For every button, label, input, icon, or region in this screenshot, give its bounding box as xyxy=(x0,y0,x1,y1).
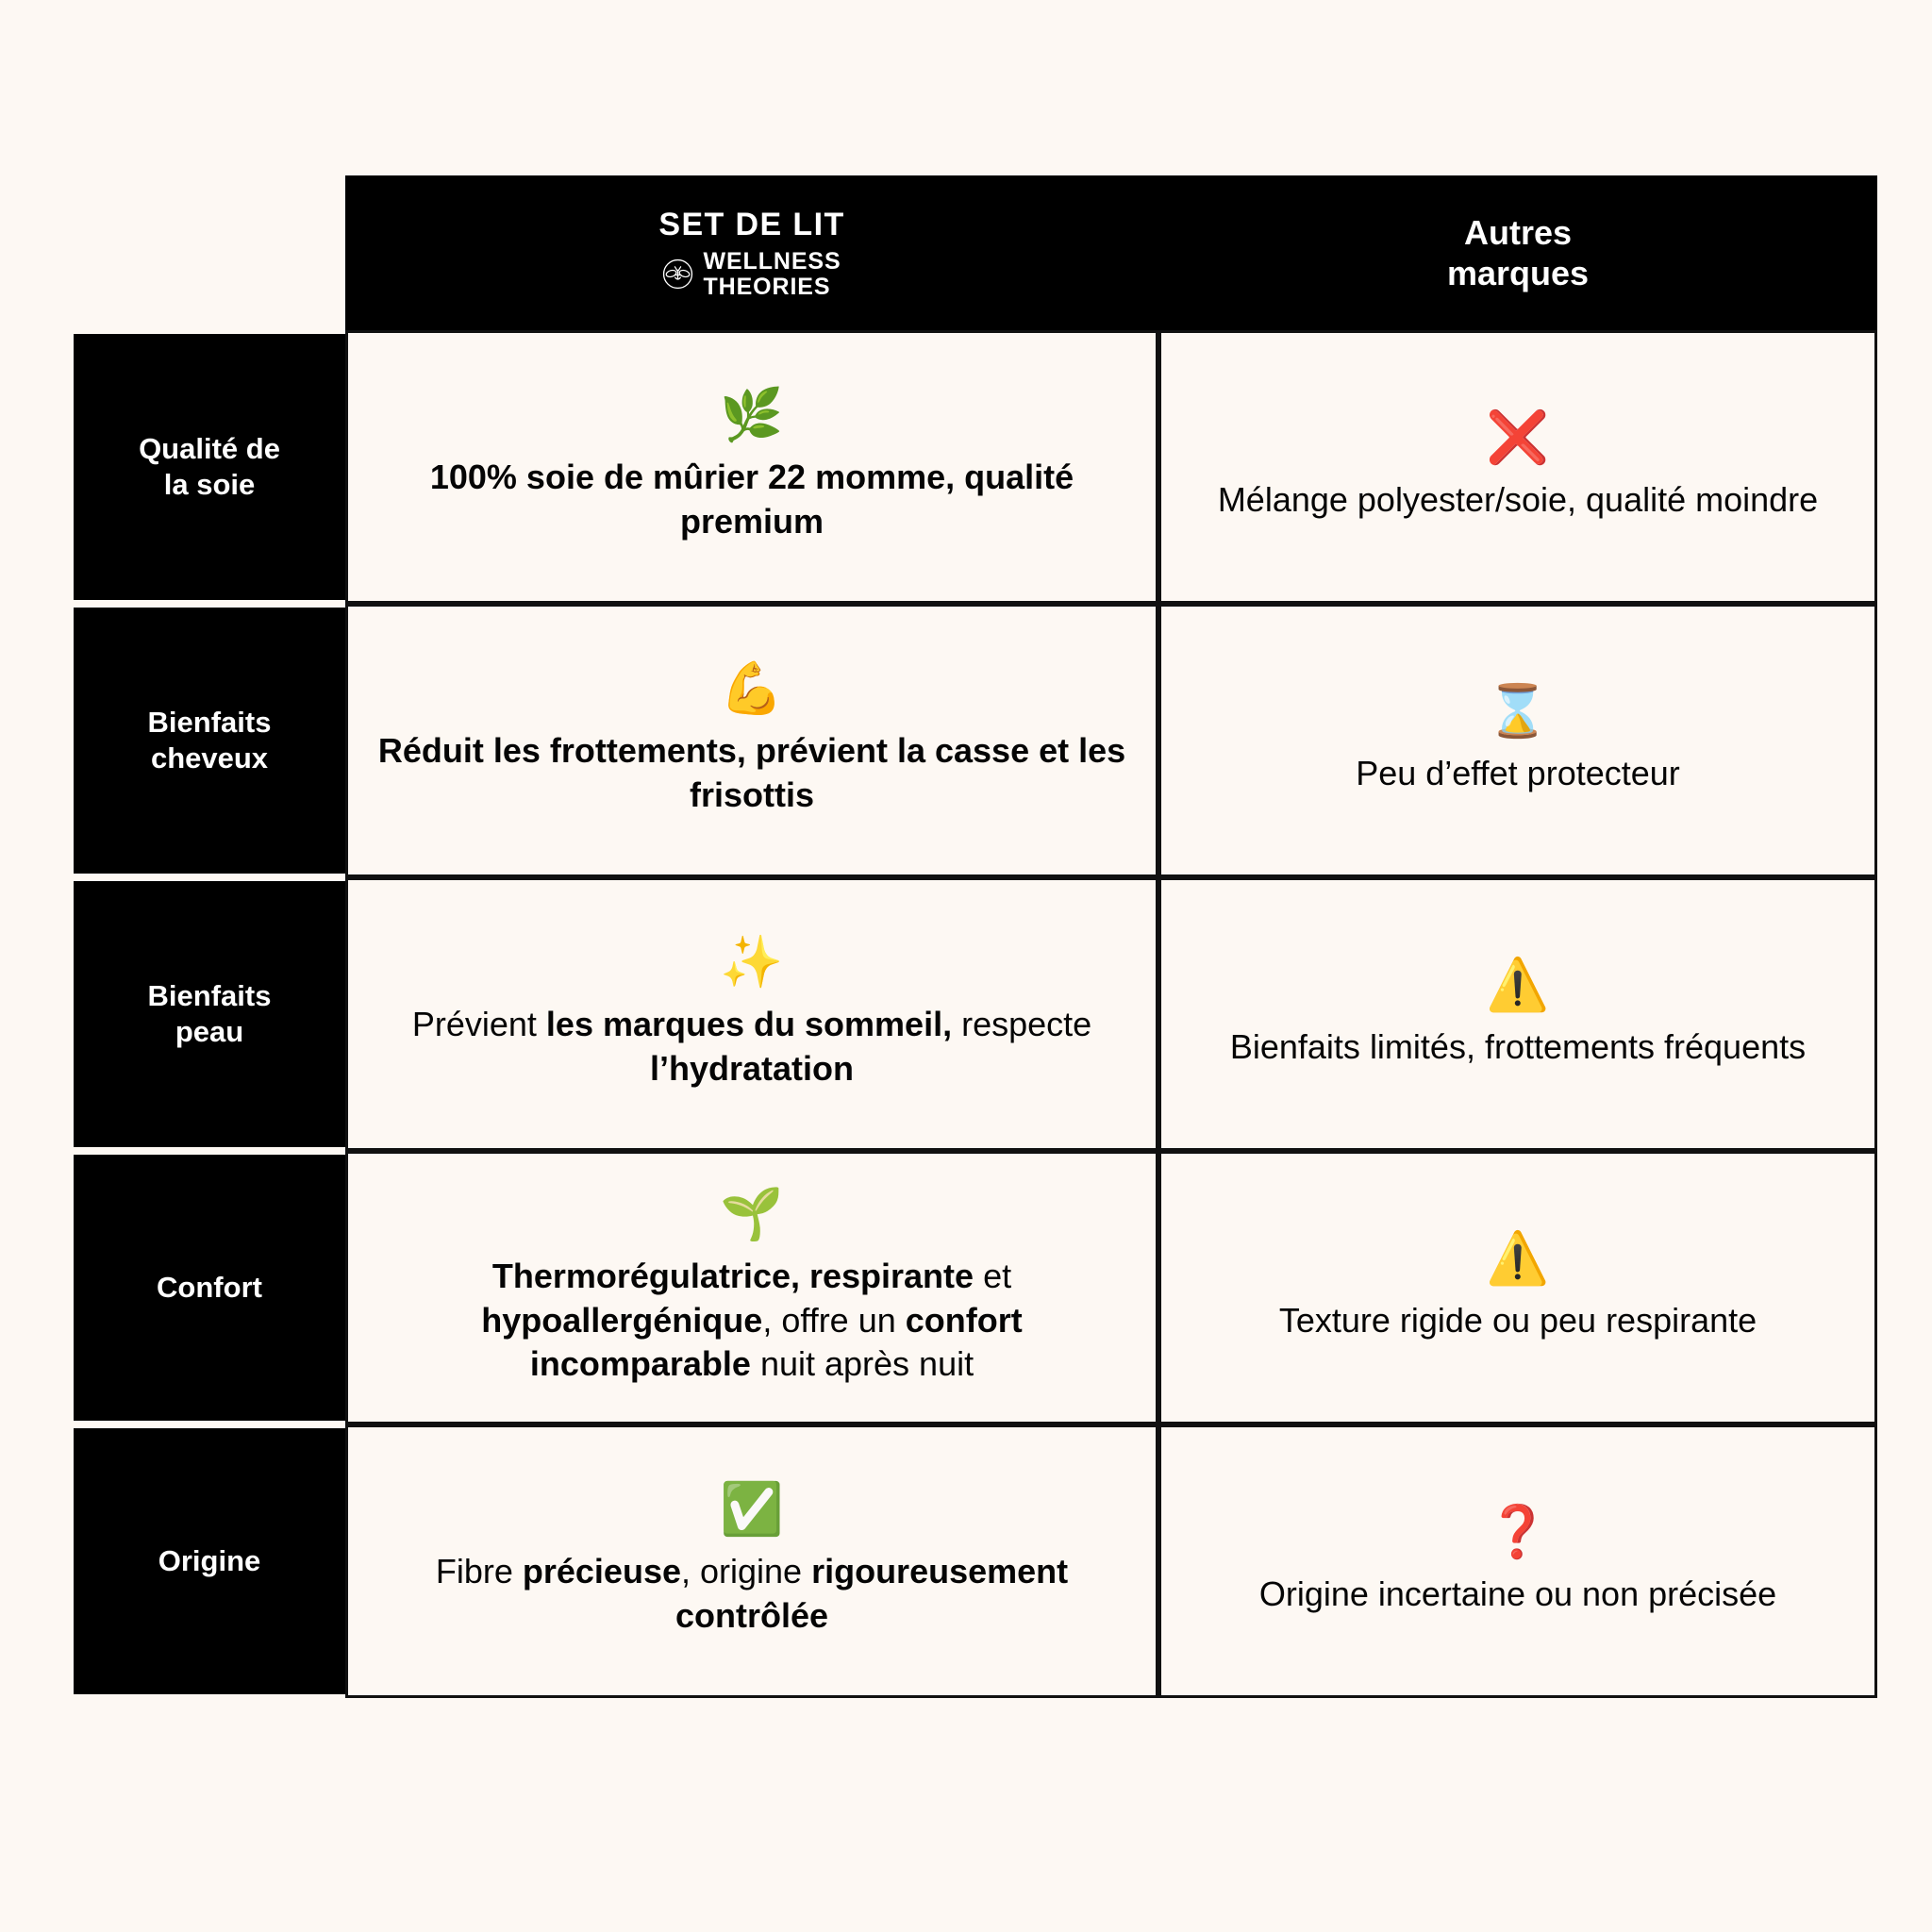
question-mark-icon: ❓ xyxy=(1486,1503,1550,1560)
sparkles-icon: ✨ xyxy=(720,934,784,991)
cell-brand: ✨ Prévient les marques du sommeil, respec… xyxy=(345,877,1158,1151)
cell-other: ⚠️ Texture rigide ou peu respirante xyxy=(1158,1151,1877,1424)
brand-wordmark: WELLNESS THEORIES xyxy=(703,249,841,299)
cell-text: Prévient les marques du sommeil, respect… xyxy=(411,1005,1092,1088)
cell-text: Réduit les frottements, prévient la cass… xyxy=(377,731,1126,814)
cell-text: Peu d’effet protecteur xyxy=(1356,753,1680,792)
cell-other: ❌ Mélange polyester/soie, qualité moindre xyxy=(1158,330,1877,604)
seedling-icon: 🌱 xyxy=(720,1185,784,1242)
cell-brand: 💪 Réduit les frottements, prévient la cas… xyxy=(345,604,1158,877)
cell-other: ⌛ Peu d’effet protecteur xyxy=(1158,604,1877,877)
herb-icon: 🌿 xyxy=(720,387,784,444)
header-other-title: Autres marques xyxy=(1446,212,1590,292)
check-mark-button-icon: ✅ xyxy=(720,1481,784,1539)
row-label: Bienfaits peau xyxy=(74,881,345,1147)
warning-icon: ⚠️ xyxy=(1486,956,1550,1013)
flexed-biceps-icon: 💪 xyxy=(720,660,784,718)
cross-mark-icon: ❌ xyxy=(1486,408,1550,466)
cell-text: Texture rigide ou peu respirante xyxy=(1278,1300,1757,1340)
header-brand-column: SET DE LIT WELLNESS THEORIES xyxy=(345,175,1158,330)
comparison-table: SET DE LIT WELLNESS THEORIES Autres xyxy=(74,175,1877,1732)
cell-other: ❓ Origine incertaine ou non précisée xyxy=(1158,1424,1877,1698)
row-label: Confort xyxy=(74,1155,345,1421)
cell-brand: 🌱 Thermorégulatrice, respirante et hypoal… xyxy=(345,1151,1158,1424)
cell-text: Origine incertaine ou non précisée xyxy=(1258,1574,1777,1613)
warning-icon: ⚠️ xyxy=(1486,1229,1550,1287)
cell-text: Thermorégulatrice, respirante et hypoall… xyxy=(481,1256,1023,1384)
cell-brand: ✅ Fibre précieuse, origine rigoureusement… xyxy=(345,1424,1158,1698)
cell-text: Bienfaits limités, frottements fréquents xyxy=(1229,1026,1807,1066)
cell-text: Mélange polyester/soie, qualité moindre xyxy=(1217,479,1819,519)
cell-brand: 🌿 100% soie de mûrier 22 momme, qualité p… xyxy=(345,330,1158,604)
brand-wordmark-line2: THEORIES xyxy=(703,273,831,300)
hourglass-icon: ⌛ xyxy=(1486,682,1550,740)
header-label-spacer xyxy=(74,175,345,330)
row-label: Origine xyxy=(74,1428,345,1694)
row-label: Qualité de la soie xyxy=(74,334,345,600)
cell-other: ⚠️ Bienfaits limités, frottements fréquen… xyxy=(1158,877,1877,1151)
cell-text: 100% soie de mûrier 22 momme, qualité pr… xyxy=(429,458,1074,541)
bee-circle-icon xyxy=(663,258,693,290)
cell-text: Fibre précieuse, origine rigoureusement … xyxy=(435,1552,1069,1635)
brand-wordmark-line1: WELLNESS xyxy=(703,248,841,275)
header-other-column: Autres marques xyxy=(1158,175,1877,330)
brand-lockup: WELLNESS THEORIES xyxy=(662,249,841,299)
row-label: Bienfaits cheveux xyxy=(74,608,345,874)
header-brand-title: SET DE LIT xyxy=(658,206,845,242)
